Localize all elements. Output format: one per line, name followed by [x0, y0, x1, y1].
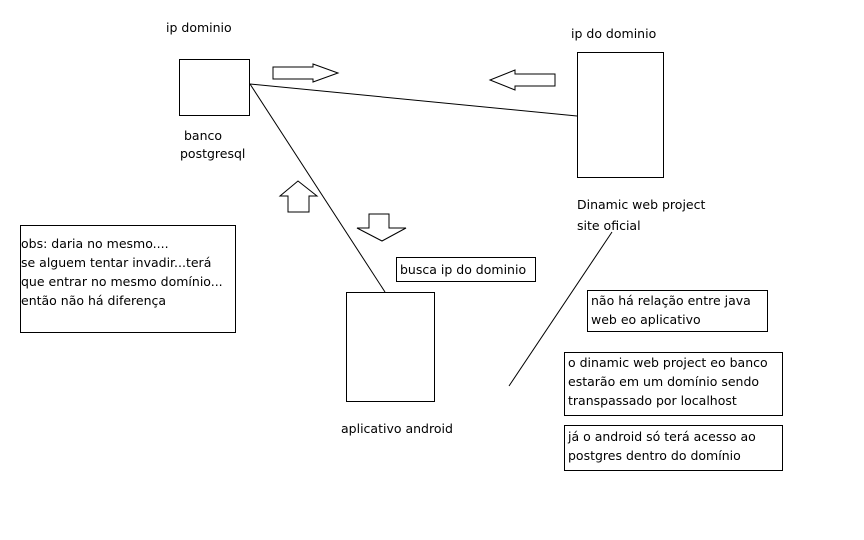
dinamic-banco-note-line: estarão em um domínio sendo	[568, 374, 760, 389]
postgresql-label: postgresql	[180, 146, 246, 161]
relacao-note-line: web eo aplicativo	[591, 312, 701, 327]
obs-note-line: que entrar no mesmo domínio...	[21, 274, 223, 289]
connector-banco-to-dinamic	[249, 83, 578, 117]
ip-do-dominio-label: ip do dominio	[571, 26, 657, 41]
dinamic-web-project-box	[577, 52, 664, 178]
relacao-note: não há relação entre java web eo aplicat…	[587, 290, 768, 332]
banco-postgresql-box	[179, 59, 250, 116]
arrow-down-icon	[356, 213, 407, 242]
dinamic-web-project-label: Dinamic web project	[577, 197, 706, 212]
aplicativo-android-box	[346, 292, 435, 402]
aplicativo-android-label: aplicativo android	[341, 421, 453, 436]
busca-ip-note: busca ip do dominio	[396, 257, 536, 282]
obs-note-line: obs: daria no mesmo....	[21, 236, 169, 251]
relacao-note-line: não há relação entre java	[591, 293, 751, 308]
ip-dominio-label: ip dominio	[166, 20, 232, 35]
arrow-right-icon	[272, 63, 340, 83]
android-note-line: já o android só terá acesso ao	[568, 429, 756, 444]
dinamic-banco-note-line: o dinamic web project eo banco	[568, 355, 768, 370]
obs-note-line: se alguem tentar invadir...terá	[21, 255, 212, 270]
dinamic-banco-note-line: transpassado por localhost	[568, 393, 737, 408]
obs-note-line: então não há diferença	[21, 293, 167, 308]
connector-banco-to-android	[249, 83, 386, 293]
android-note: já o android só terá acesso ao postgres …	[564, 425, 783, 471]
site-oficial-label: site oficial	[577, 218, 641, 233]
dinamic-banco-note: o dinamic web project eo banco estarão e…	[564, 352, 783, 416]
banco-label: banco	[184, 128, 223, 143]
android-note-line: postgres dentro do domínio	[568, 448, 741, 463]
obs-note: obs: daria no mesmo.... se alguem tentar…	[20, 225, 236, 333]
arrow-left-icon	[488, 69, 556, 91]
connector-dinamic-to-notes	[508, 231, 613, 387]
arrow-up-icon	[278, 180, 319, 213]
busca-ip-text: busca ip do dominio	[400, 262, 527, 277]
